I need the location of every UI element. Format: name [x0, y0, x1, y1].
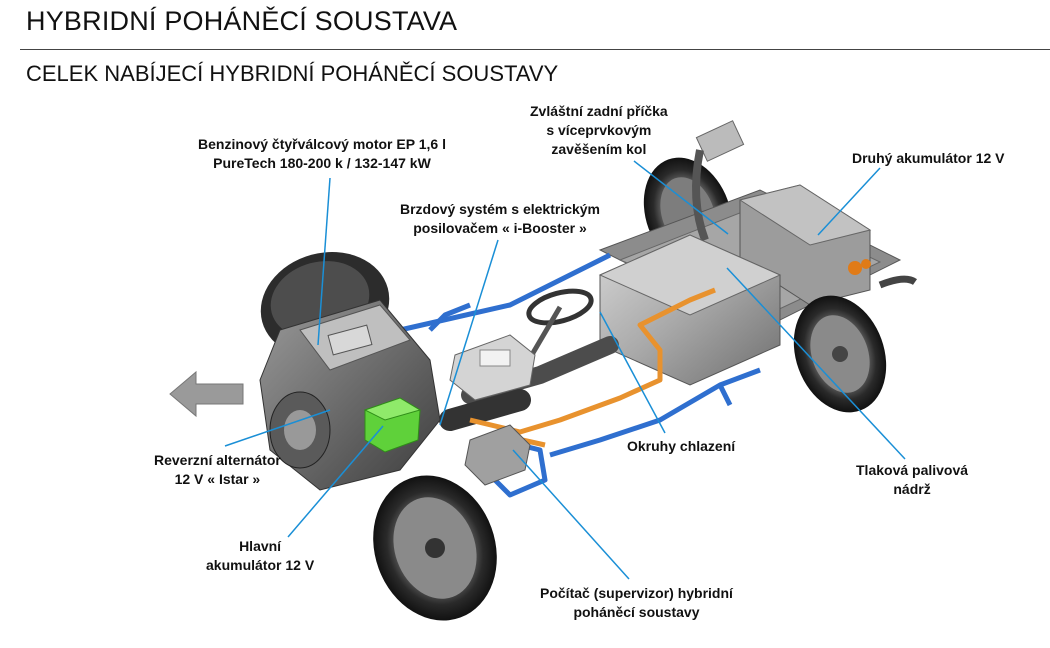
- leader-main-battery: [287, 425, 384, 538]
- title-divider: [20, 49, 1050, 50]
- rear-right-wheel: [793, 295, 887, 413]
- leader-engine: [317, 177, 331, 346]
- leader-second-battery: [817, 167, 881, 236]
- page-subtitle: CELEK NABÍJECÍ HYBRIDNÍ POHÁNĚCÍ SOUSTAV…: [26, 61, 559, 86]
- page-title: HYBRIDNÍ POHÁNĚCÍ SOUSTAVA: [26, 6, 458, 36]
- leader-fuel-tank: [726, 267, 906, 460]
- direction-arrow: [169, 370, 244, 418]
- front-right-wheel: [373, 475, 497, 621]
- label-cooling: Okruhy chlazení: [627, 438, 736, 454]
- leader-brake: [439, 239, 499, 426]
- label-supervisor: Počítač (supervizor) hybridní poháněcí s…: [540, 585, 733, 620]
- fuel-tank: [598, 234, 782, 386]
- leader-lines: [224, 160, 906, 580]
- label-main-battery: Hlavní akumulátor 12 V: [206, 538, 315, 573]
- label-engine: Benzinový čtyřválcový motor EP 1,6 l Pur…: [198, 136, 446, 171]
- label-alternator: Reverzní alternátor 12 V « Istar »: [154, 452, 281, 487]
- engine-block: [259, 252, 441, 491]
- main-battery: [363, 397, 422, 453]
- leader-alternator: [224, 409, 331, 447]
- label-second-battery: Druhý akumulátor 12 V: [852, 150, 1005, 166]
- leader-cooling: [599, 311, 666, 434]
- label-rear-axle: Zvláštní zadní příčka s víceprvkovým zav…: [530, 103, 668, 157]
- leader-rear-axle: [633, 160, 729, 235]
- supervisor-box: [464, 424, 531, 486]
- brake-booster: [449, 334, 536, 401]
- label-fuel-tank: Tlaková palivová nádrž: [856, 462, 969, 497]
- leader-supervisor: [512, 449, 630, 580]
- label-brake-system: Brzdový systém s elektrickým posilovačem…: [400, 201, 600, 236]
